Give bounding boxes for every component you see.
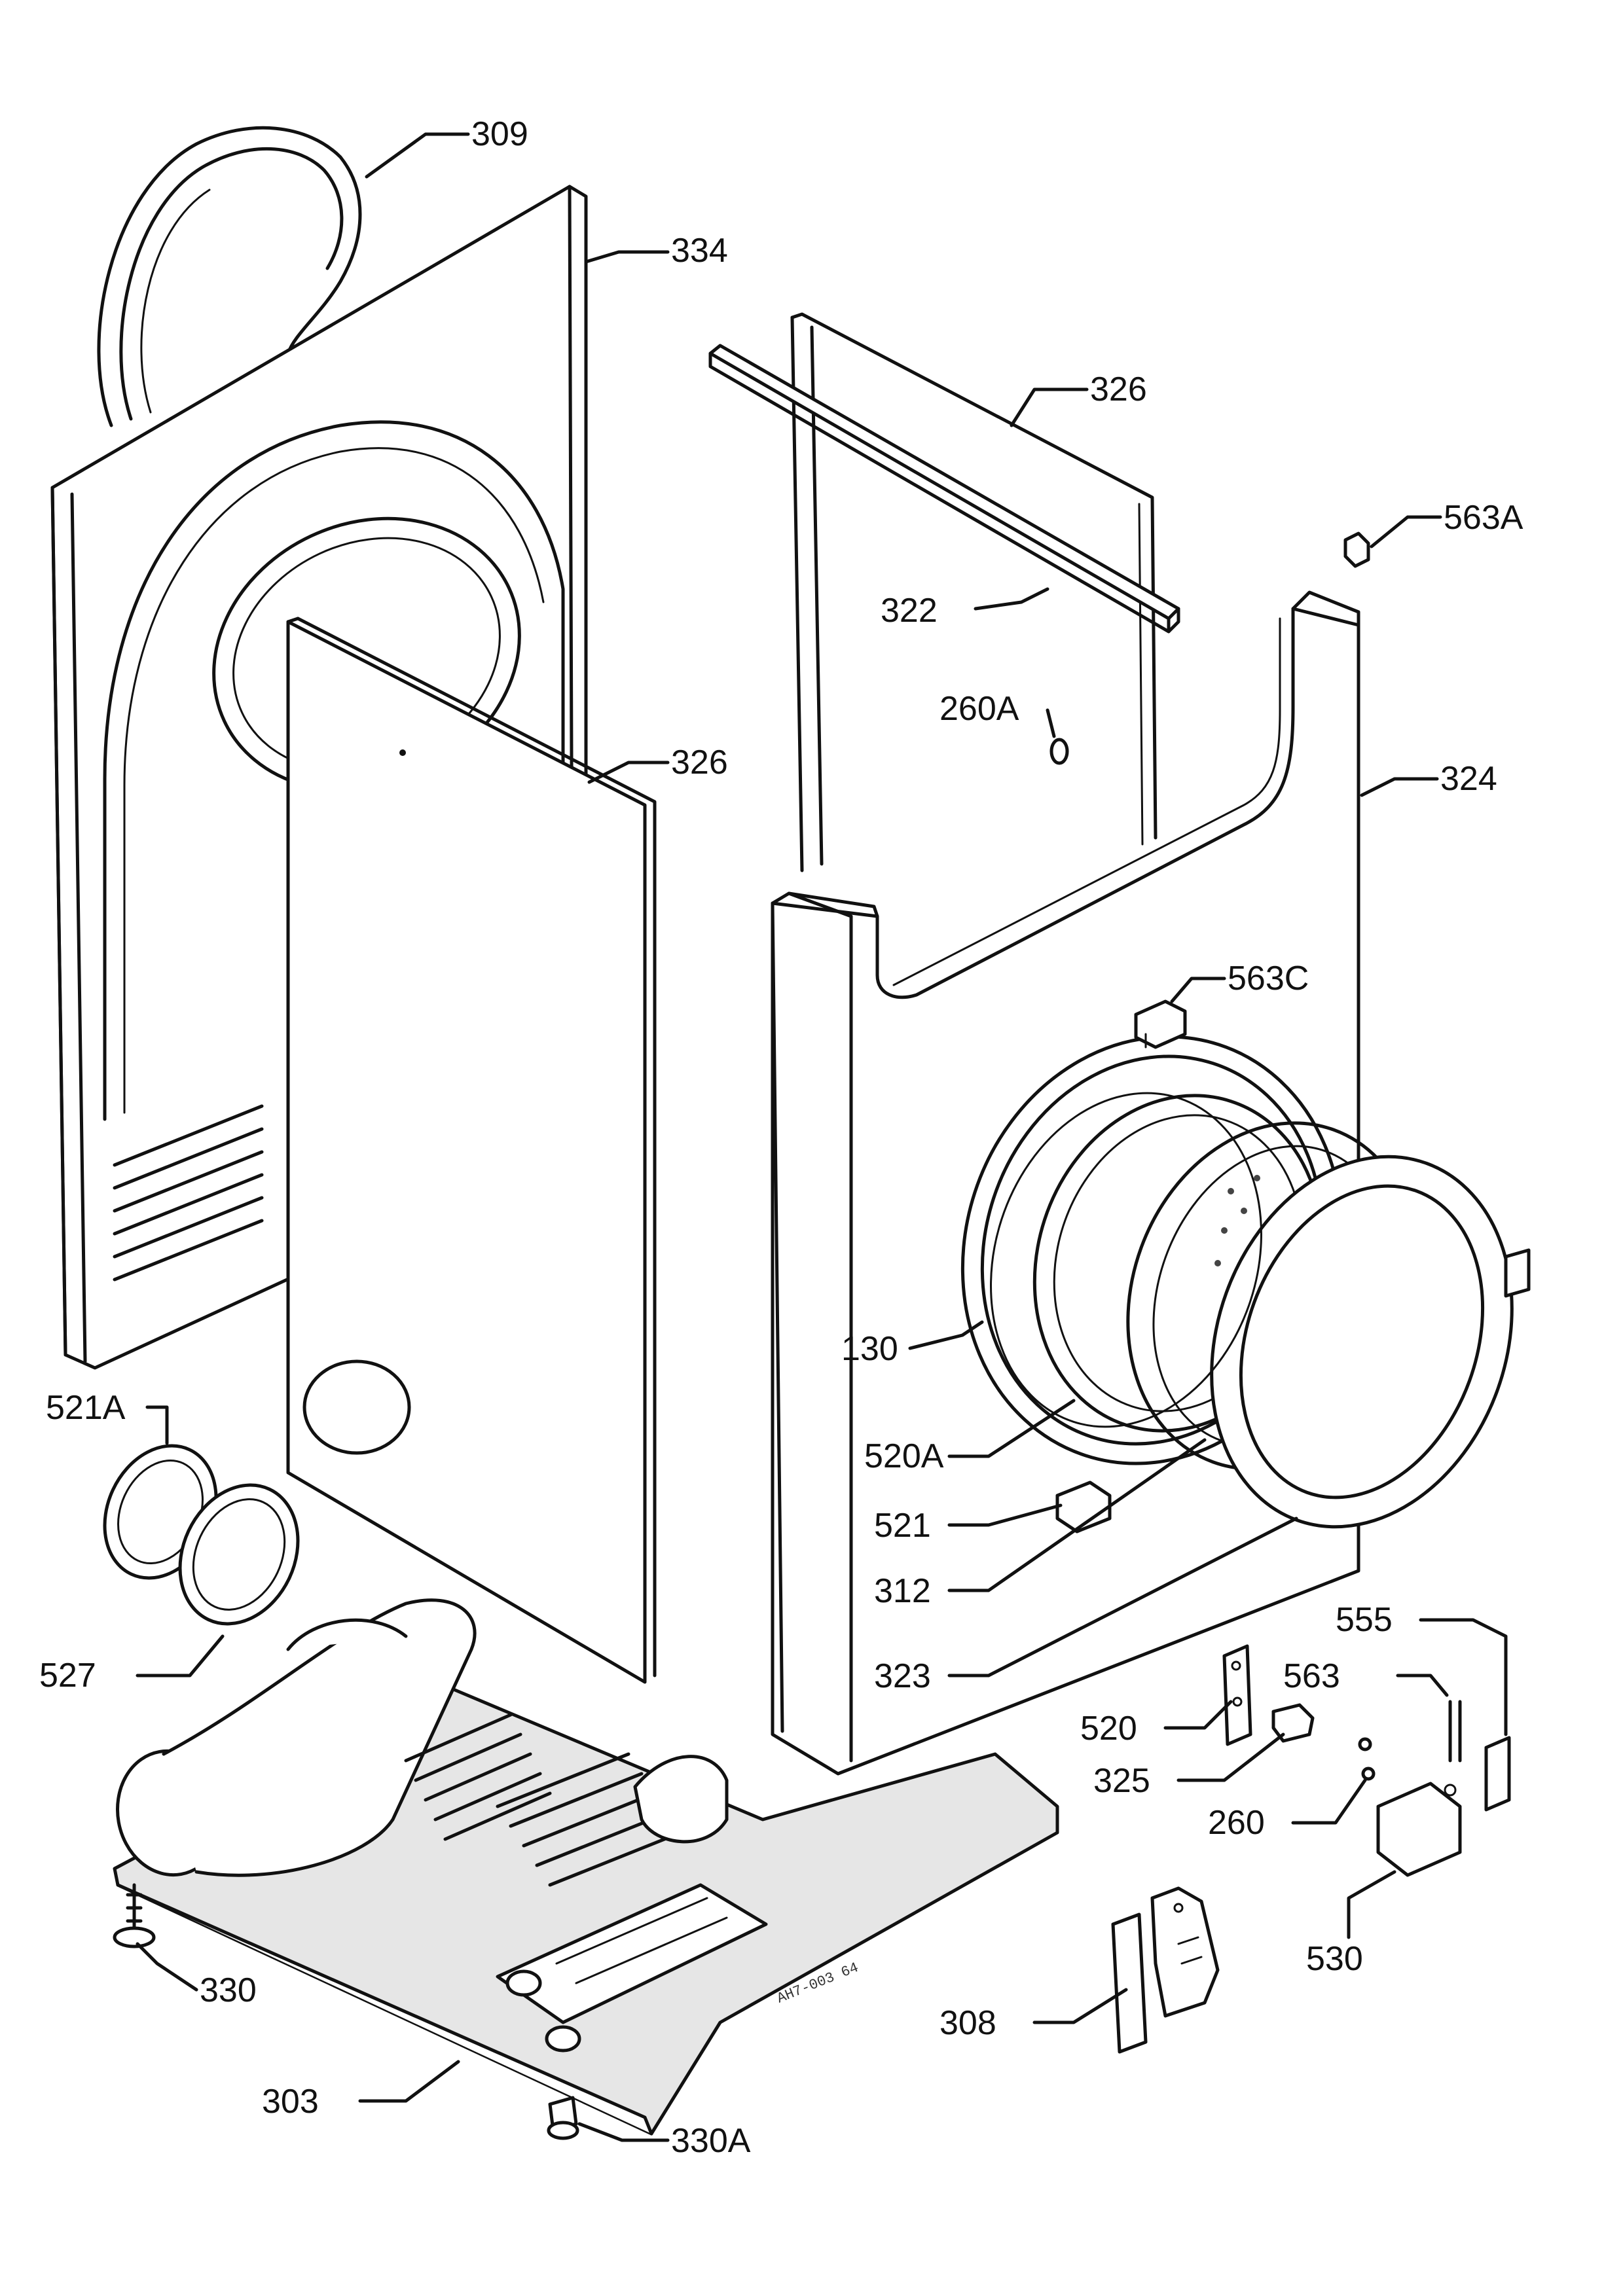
label-520A: 520A — [864, 1437, 944, 1475]
label-308: 308 — [939, 2004, 996, 2042]
label-130: 130 — [841, 1330, 898, 1368]
part-309-rear-gasket — [97, 126, 362, 427]
label-563C: 563C — [1228, 960, 1309, 997]
part-520A-seal — [990, 1092, 1262, 1428]
label-563A: 563A — [1444, 499, 1523, 537]
part-563C-clip — [1134, 999, 1187, 1049]
base-grille-slots — [404, 1713, 683, 1887]
label-303: 303 — [262, 2083, 319, 2121]
part-555-cover — [1484, 1736, 1511, 1812]
label-324: 324 — [1440, 760, 1497, 798]
part-322-top-strip — [708, 344, 1180, 634]
part-326-side-panel-right — [790, 312, 1158, 872]
part-563A-cap — [1343, 531, 1370, 568]
part-521-latch — [1055, 1480, 1112, 1534]
label-330: 330 — [200, 1971, 257, 2009]
label-326-top: 326 — [1090, 370, 1147, 408]
label-312: 312 — [874, 1572, 931, 1610]
part-563-pin — [1448, 1700, 1462, 1763]
label-330A: 330A — [671, 2122, 751, 2160]
part-323-door-outer-ring — [1210, 1155, 1531, 1529]
part-303-base-pan: AH7-003 64 — [113, 1598, 1059, 2136]
part-260A-clip — [1049, 738, 1069, 765]
label-520: 520 — [1080, 1710, 1137, 1748]
part-530-switch — [1376, 1782, 1462, 1877]
label-309: 309 — [471, 115, 528, 153]
label-326-mid: 326 — [671, 744, 728, 781]
label-325: 325 — [1093, 1762, 1150, 1800]
leader-lines — [136, 132, 1508, 2142]
label-555: 555 — [1336, 1601, 1393, 1639]
part-520-bracket — [1222, 1644, 1252, 1746]
label-260: 260 — [1208, 1804, 1265, 1842]
part-527-fan-ring — [178, 1483, 300, 1626]
part-330-foot — [113, 1883, 156, 1948]
label-334: 334 — [671, 232, 728, 270]
label-530: 530 — [1306, 1940, 1363, 1978]
label-563: 563 — [1283, 1657, 1340, 1695]
label-521A: 521A — [46, 1389, 126, 1427]
label-260A: 260A — [939, 690, 1019, 728]
rear-vent-slots — [113, 1104, 264, 1282]
label-322: 322 — [881, 592, 938, 630]
part-324-front-panel — [771, 590, 1360, 1776]
label-527: 527 — [39, 1657, 96, 1695]
part-325-catch — [1271, 1703, 1315, 1743]
part-308-hinge — [1111, 1886, 1220, 2054]
label-521: 521 — [874, 1507, 931, 1545]
part-326-side-panel-left — [286, 617, 657, 1684]
part-260-screw — [1358, 1737, 1376, 1781]
label-323: 323 — [874, 1657, 931, 1695]
part-330A-foot — [547, 2096, 579, 2140]
part-labels: 309 334 326 563A 322 260A 326 324 563C 1… — [39, 115, 1523, 2160]
